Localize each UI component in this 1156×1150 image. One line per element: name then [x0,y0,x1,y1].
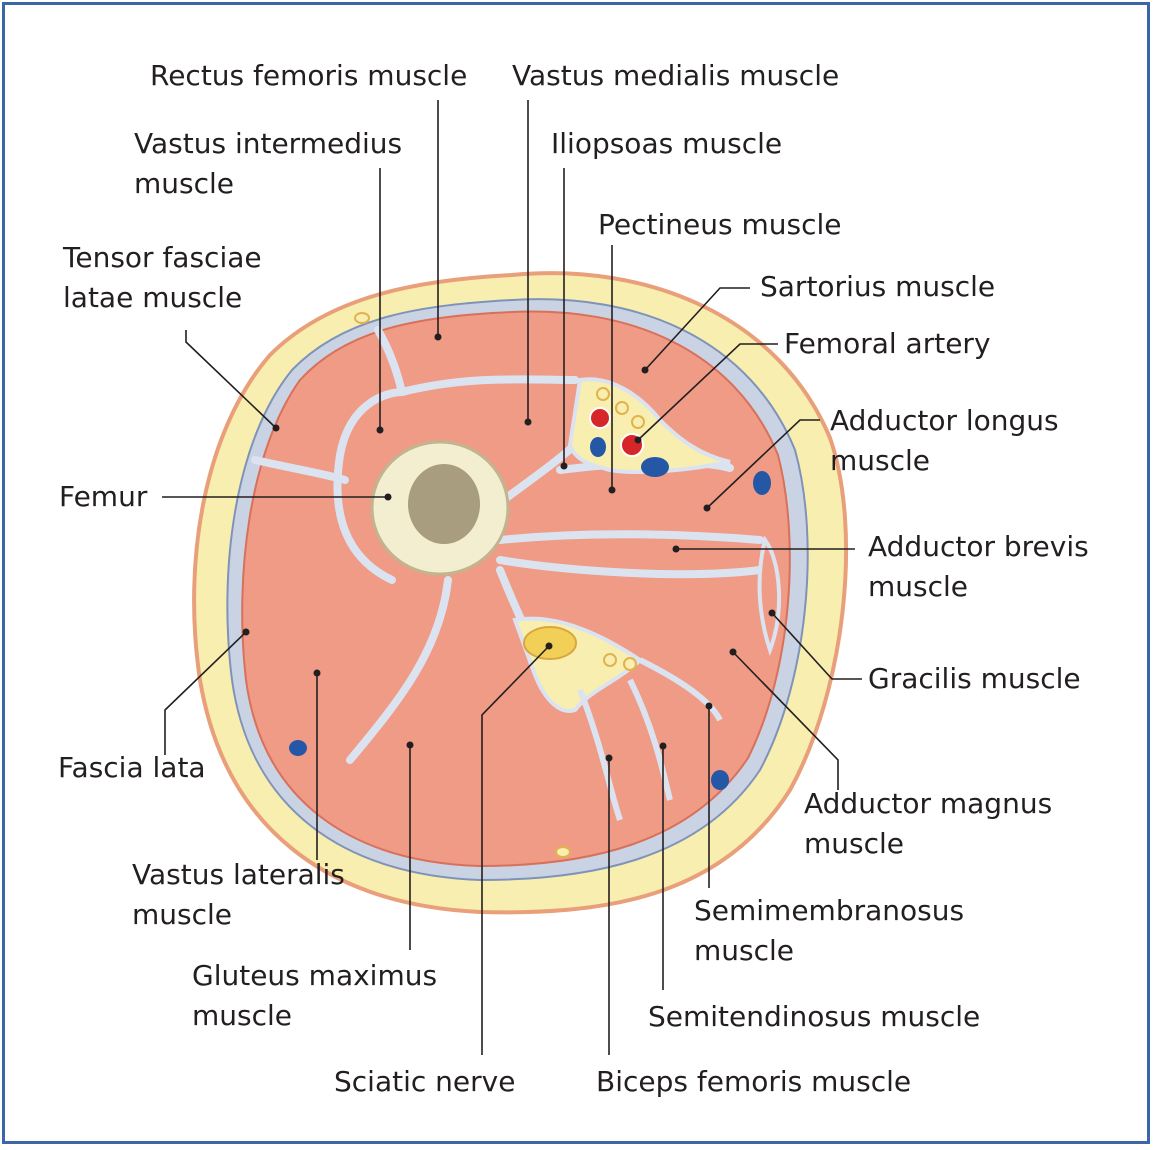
label-line: Gluteus maximus [192,959,438,992]
label-line: Adductor longus [830,404,1059,437]
femoral-artery-small [589,407,611,429]
label-semitendinosus: Semitendinosus muscle [648,1000,981,1033]
label-line: Semimembranosus [694,894,965,927]
label-vastus-medialis: Vastus medialis muscle [512,59,840,92]
label-adductor-brevis: Adductor brevis muscle [868,527,1089,607]
small-nerves [354,312,645,858]
femoral-triangle-fat [567,377,731,474]
label-line: muscle [830,444,931,477]
hamstring-septa [577,657,723,821]
label-biceps-femoris: Biceps femoris muscle [596,1065,912,1098]
vein-small-3 [289,740,307,756]
label-line: Adductor brevis [868,530,1089,563]
vein-small-2 [753,471,771,495]
label-semimembranosus: Semimembranosus muscle [694,891,964,971]
femur-marrow [408,464,480,544]
label-gracilis: Gracilis muscle [868,662,1081,695]
label-line: latae muscle [63,281,243,314]
leader-lines [162,100,862,1055]
label-pectineus: Pectineus muscle [598,208,842,241]
label-line: Adductor magnus [804,787,1053,820]
label-gluteus-maximus: Gluteus maximus muscle [192,956,437,1036]
label-line: Tensor fasciae [63,241,262,274]
label-line: muscle [804,827,905,860]
septa [251,326,764,764]
label-sciatic-nerve: Sciatic nerve [334,1065,516,1098]
label-fascia-lata: Fascia lata [58,751,206,784]
label-line: muscle [132,898,233,931]
label-rectus-femoris: Rectus femoris muscle [150,59,468,92]
label-adductor-longus: Adductor longus muscle [830,401,1059,481]
vein-small-1 [590,437,606,457]
label-line: muscle [134,167,235,200]
label-adductor-magnus: Adductor magnus muscle [804,784,1052,864]
label-vastus-lateralis: Vastus lateralis muscle [132,855,345,935]
label-line: muscle [868,570,969,603]
label-line: muscle [192,999,293,1032]
vein-small-4 [711,770,729,790]
gracilis-outline [757,535,781,656]
muscle-mass [241,310,791,868]
label-line: Vastus intermedius [134,127,403,160]
label-sartorius: Sartorius muscle [760,270,996,303]
leader-dots [242,333,776,762]
label-femur: Femur [59,480,148,513]
label-tensor-fasciae-latae: Tensor fasciae latae muscle [63,238,262,318]
femoral-vein [641,457,669,477]
label-iliopsoas: Iliopsoas muscle [551,127,783,160]
label-line: Vastus lateralis [132,858,345,891]
label-femoral-artery: Femoral artery [784,327,991,360]
label-line: muscle [694,934,795,967]
label-vastus-intermedius: Vastus intermedius muscle [134,124,402,204]
